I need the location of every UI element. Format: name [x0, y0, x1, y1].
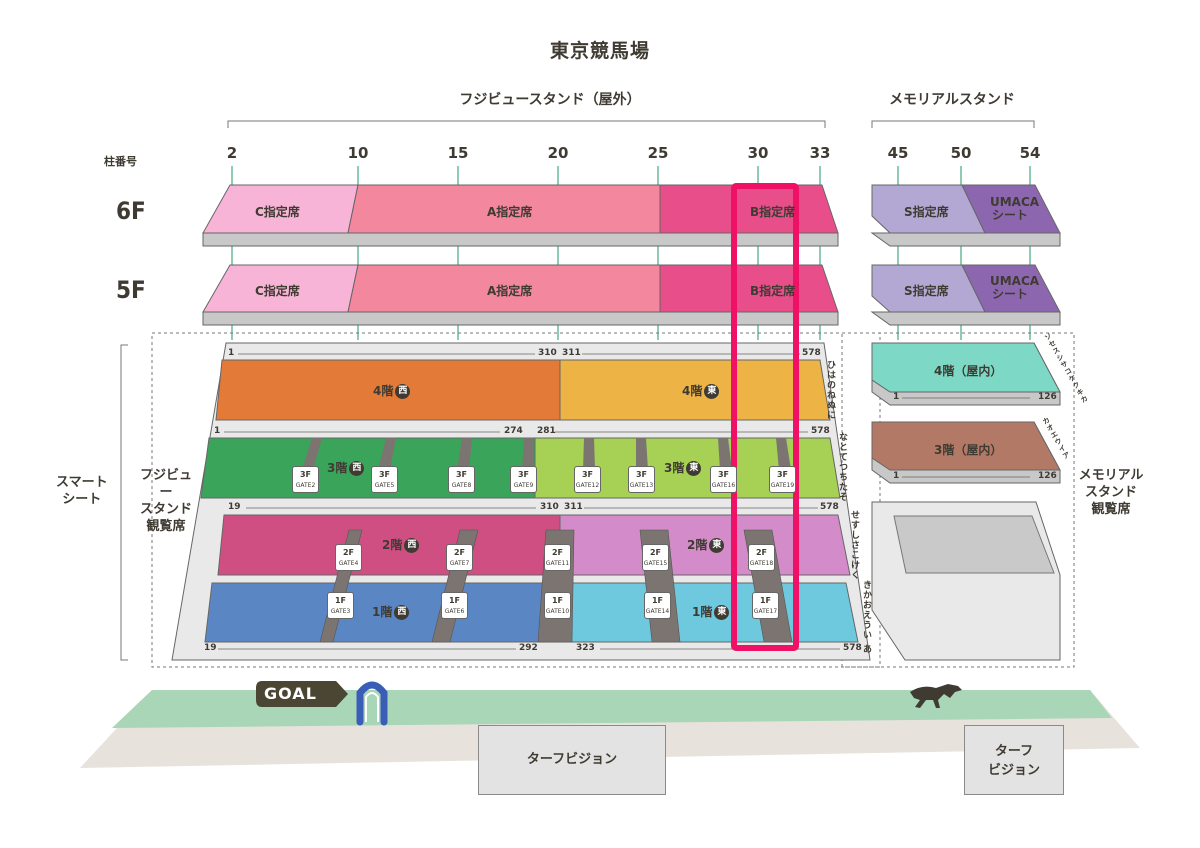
row4-num-310: 310	[538, 348, 557, 358]
memorial-4f-label[interactable]: 4階（屋内）	[934, 364, 1003, 378]
b-seat-6f-label[interactable]: B指定席	[750, 205, 796, 219]
memorial-stand-bracket	[871, 120, 1035, 128]
row3-end: 578	[811, 426, 830, 436]
floor-label-5f: 5F	[116, 276, 146, 304]
s-seat-5f-label[interactable]: S指定席	[904, 284, 949, 298]
row2-num-311: 311	[564, 502, 583, 512]
horse-icon	[910, 684, 962, 708]
row1-end: 578	[843, 643, 862, 653]
smart-seat-label: スマートシート	[56, 475, 108, 507]
a-seat-6f-label[interactable]: A指定席	[487, 205, 533, 219]
c-seat-5f-label[interactable]: C指定席	[255, 284, 300, 298]
row3-side-kana: なとてつちたそ	[837, 432, 847, 502]
row2-num-310: 310	[540, 502, 559, 512]
m3-end: 126	[1038, 471, 1057, 481]
pillar-54: 54	[1019, 144, 1041, 162]
pillar-10: 10	[347, 144, 369, 162]
row3-num-274: 274	[504, 426, 523, 436]
floor2-west-label[interactable]: 2階西	[382, 536, 420, 553]
m4-end: 126	[1038, 392, 1057, 402]
goal-tag-shape	[256, 681, 348, 707]
pillar-25: 25	[647, 144, 669, 162]
floor-5f-band	[202, 264, 839, 326]
row2-start: 19	[228, 502, 241, 512]
memorial-3f	[871, 421, 1061, 484]
turf-vision-main[interactable]: ターフビジョン	[478, 725, 666, 795]
highlight-frame	[731, 183, 799, 651]
row2-end: 578	[820, 502, 839, 512]
goal-label: GOAL	[264, 684, 317, 703]
row3-num-281: 281	[537, 426, 556, 436]
row2-side-kana: せすしさこけく	[849, 510, 859, 580]
memorial-5f-band	[870, 264, 1061, 326]
floor3-west-label[interactable]: 3階西	[327, 459, 365, 476]
memorial-6f-band	[870, 184, 1061, 247]
row1-start: 19	[204, 643, 217, 653]
row4-start: 1	[228, 348, 235, 358]
pillar-15: 15	[447, 144, 469, 162]
fuji-stand-bracket	[227, 120, 826, 128]
turf-vision-small[interactable]: ターフビジョン	[964, 725, 1064, 795]
pillar-30: 30	[747, 144, 769, 162]
m3-start: 1	[893, 471, 900, 481]
pillar-45: 45	[887, 144, 909, 162]
floor-label-6f: 6F	[116, 197, 146, 225]
goal-post-icon	[356, 681, 388, 726]
floor2-east-label[interactable]: 2階東	[687, 536, 725, 553]
row4-side-kana: ひはのねぬに	[825, 360, 835, 420]
row1-side-kana: きかおえうい あ	[861, 580, 871, 655]
pillar-2: 2	[226, 144, 238, 162]
floor4-east-label[interactable]: 4階東	[682, 382, 720, 399]
floor4-west-label[interactable]: 4階西	[373, 382, 411, 399]
a-seat-5f-label[interactable]: A指定席	[487, 284, 533, 298]
m4-start: 1	[893, 392, 900, 402]
pillar-20: 20	[547, 144, 569, 162]
pillar-33: 33	[809, 144, 831, 162]
row1-num-292: 292	[519, 643, 538, 653]
memorial-3f-label[interactable]: 3階（屋内）	[934, 443, 1003, 457]
memorial-4f	[871, 342, 1061, 406]
row4-end: 578	[802, 348, 821, 358]
row3-start: 1	[214, 426, 221, 436]
row1-num-323: 323	[576, 643, 595, 653]
s-seat-6f-label[interactable]: S指定席	[904, 205, 949, 219]
floor1-west-label[interactable]: 1階西	[372, 603, 410, 620]
c-seat-6f-label[interactable]: C指定席	[255, 205, 300, 219]
memorial-stand-title: メモリアルスタンド	[889, 92, 1015, 108]
page-title: 東京競馬場	[549, 40, 650, 62]
row4-num-311: 311	[562, 348, 581, 358]
floor3-east-label[interactable]: 3階東	[664, 459, 702, 476]
b-seat-6f	[659, 184, 839, 234]
pillar-50: 50	[950, 144, 972, 162]
floor-6f-band	[202, 184, 839, 247]
pillar-header: 柱番号	[104, 155, 137, 168]
memorial-seats-label: メモリアルスタンド観覧席	[1078, 468, 1144, 517]
floor1-east-label[interactable]: 1階東	[692, 603, 730, 620]
fuji-stand-title: フジビュースタンド（屋外）	[459, 92, 641, 108]
fuji-seats-label: フジビュースタンド観覧席	[139, 468, 192, 534]
floor3-west	[200, 437, 536, 499]
b-seat-5f-label[interactable]: B指定席	[750, 284, 796, 298]
